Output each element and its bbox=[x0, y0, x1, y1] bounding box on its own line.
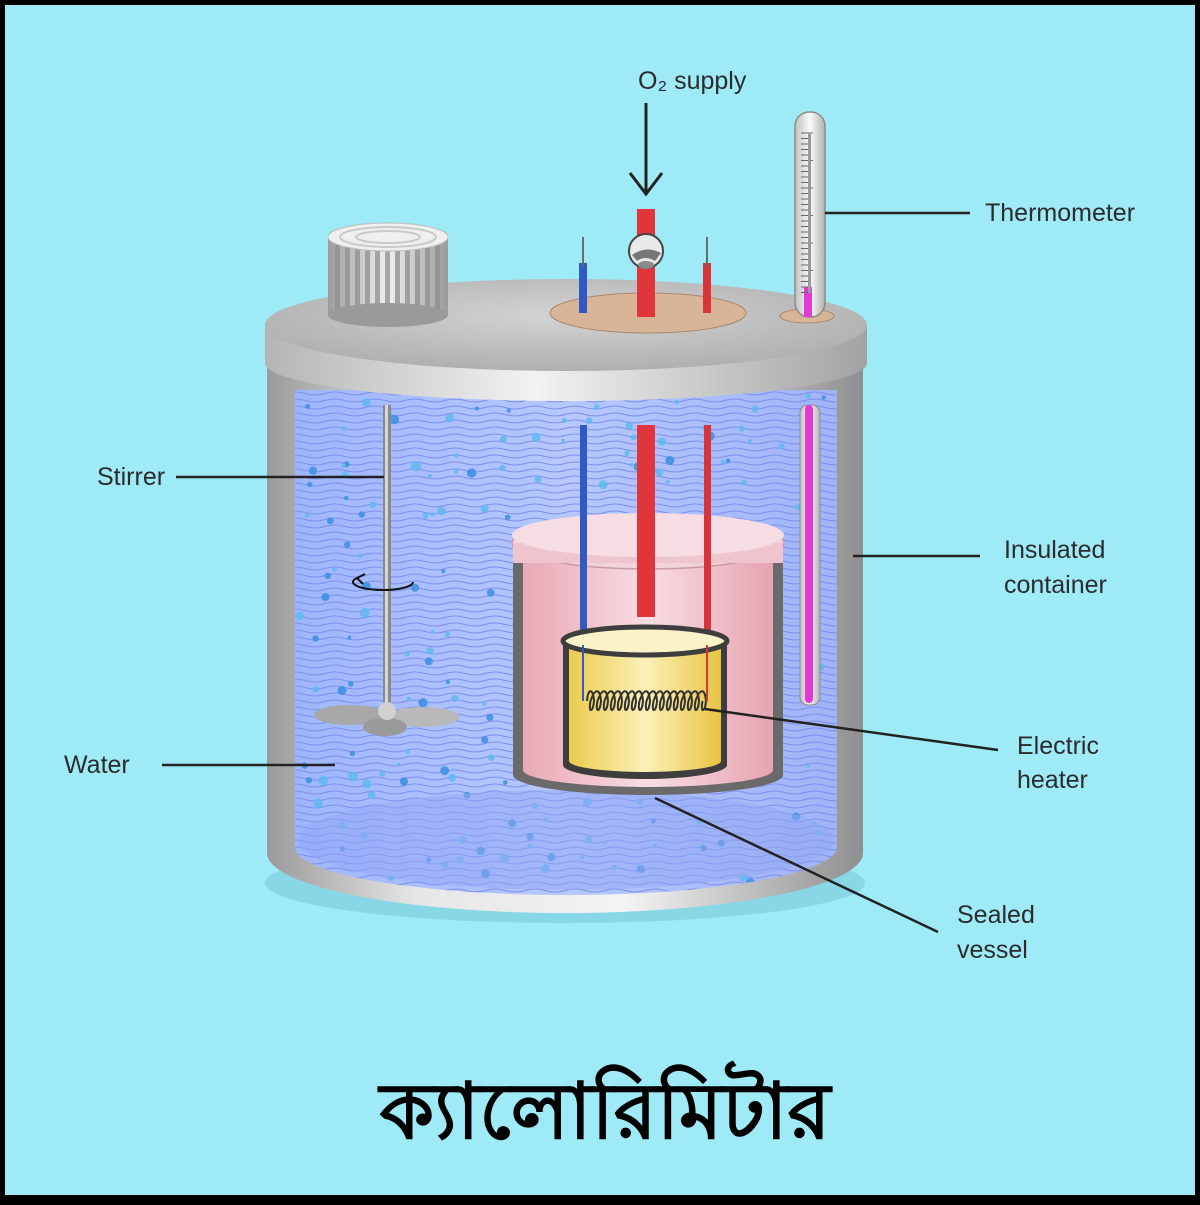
vessel-tubes bbox=[580, 425, 711, 705]
label-water: Water bbox=[64, 751, 130, 779]
lid-tubes bbox=[579, 209, 711, 317]
o2-supply-arrow bbox=[628, 103, 664, 197]
label-sealed-vessel-line2: vessel bbox=[957, 936, 1028, 964]
label-sealed-vessel-line1: Sealed bbox=[957, 901, 1035, 929]
thermometer bbox=[794, 111, 826, 318]
label-electric-heater-line2: heater bbox=[1017, 766, 1088, 794]
electric-heater-coil bbox=[582, 645, 708, 711]
diagram-title: ক্যালোরিমিটার bbox=[379, 1067, 831, 1157]
thermometer-stem bbox=[799, 404, 821, 706]
stirrer-motor-knob bbox=[327, 222, 449, 327]
stirrer-assembly bbox=[314, 405, 459, 736]
label-insulated-container-line2: container bbox=[1004, 571, 1107, 599]
label-insulated-container-line1: Insulated bbox=[1004, 536, 1106, 564]
label-electric-heater-line1: Electric bbox=[1017, 732, 1099, 760]
label-stirrer: Stirrer bbox=[97, 463, 166, 491]
label-o2-supply: O₂ supply bbox=[638, 67, 747, 95]
leader-sealed-vessel bbox=[654, 796, 939, 934]
leader-lines bbox=[162, 211, 999, 934]
diagram-canvas bbox=[162, 103, 999, 934]
leader-electric-heater bbox=[704, 707, 999, 752]
label-thermometer: Thermometer bbox=[985, 199, 1136, 227]
